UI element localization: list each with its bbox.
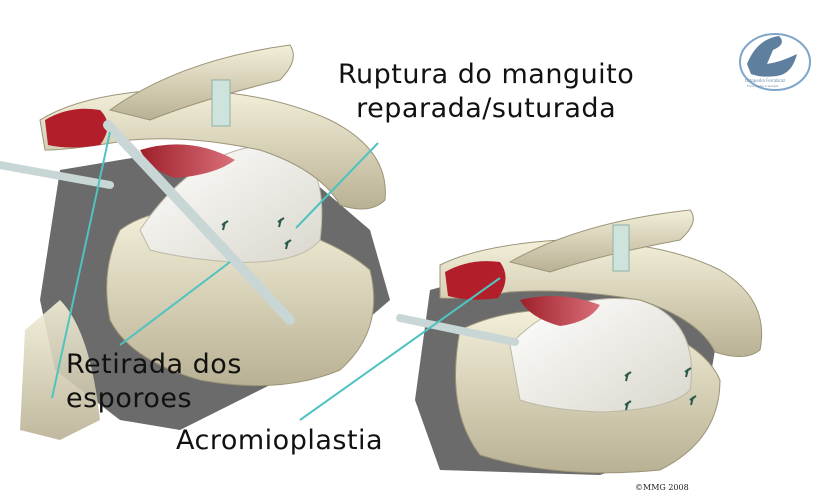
logo-text-2: Foco, pulso e terapia [747,84,778,88]
clinic-logo-icon: Ortopedia Ferrabraz Foco, pulso e terapi… [737,24,813,94]
logo-text-1: Ortopedia Ferrabraz [745,78,785,83]
right-shoulder [400,210,762,475]
label-ruptura: Ruptura do manguito reparada/suturada [338,58,634,126]
label-retirada: Retirada dos esporoes [66,348,242,416]
label-acromioplastia: Acromioplastia [176,424,383,458]
label-retirada-line1: Retirada dos [66,348,242,382]
label-ruptura-line2: reparada/suturada [338,92,634,126]
label-ruptura-line1: Ruptura do manguito [338,58,634,92]
copyright-text: ©MMG 2008 [635,483,689,492]
label-retirada-line2: esporoes [66,382,242,416]
